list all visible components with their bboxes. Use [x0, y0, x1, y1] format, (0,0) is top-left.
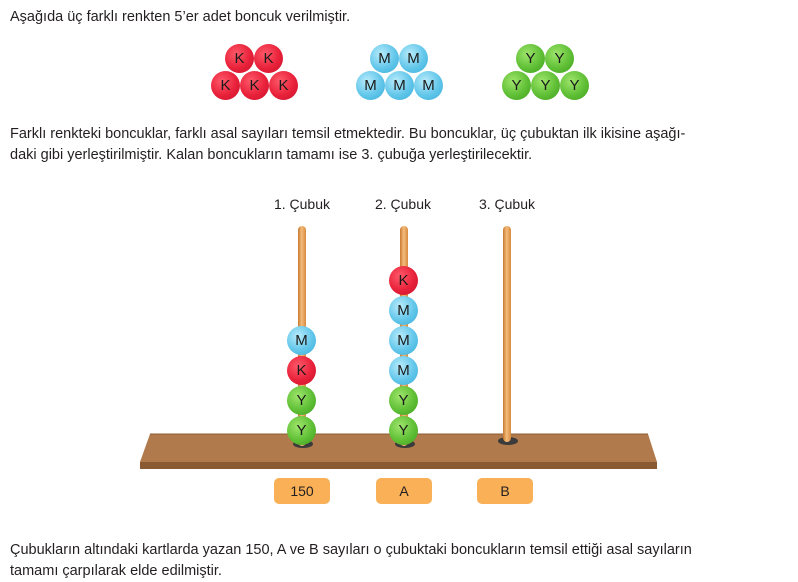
bead-red: K [254, 44, 283, 73]
rod-1-bead: K [287, 356, 316, 385]
bead-red: K [269, 71, 298, 100]
bead-blue: M [399, 44, 428, 73]
paragraph-3-line-2: tamamı çarpılarak elde edilmiştir. [10, 563, 222, 579]
bead-red: K [240, 71, 269, 100]
bead-green: Y [502, 71, 531, 100]
bead-green: Y [560, 71, 589, 100]
bead-blue: M [370, 44, 399, 73]
intro-text: Aşağıda üç farklı renkten 5’er adet bonc… [10, 9, 351, 25]
paragraph-2: Farklı renkteki boncuklar, farklı asal s… [10, 124, 685, 166]
rod-2-bead: K [389, 266, 418, 295]
rod-1-bead: M [287, 326, 316, 355]
bead-green: Y [516, 44, 545, 73]
bead-blue: M [385, 71, 414, 100]
rod-1-bead: Y [287, 386, 316, 415]
paragraph-2-line-1: Farklı renkteki boncuklar, farklı asal s… [10, 126, 686, 142]
paragraph-2-line-2: daki gibi yerleştirilmiştir. Kalan boncu… [10, 147, 533, 163]
rod-2-bead: Y [389, 416, 418, 445]
rod-1-card: 150 [274, 478, 330, 504]
rod-3 [503, 226, 511, 442]
bead-blue: M [356, 71, 385, 100]
bead-red: K [225, 44, 254, 73]
rod-2-label: 2. Çubuk [374, 196, 432, 212]
rod-1-bead: Y [287, 416, 316, 445]
paragraph-3-line-1: Çubukların altındaki kartlarda yazan 150… [10, 542, 692, 558]
bead-green: Y [545, 44, 574, 73]
rod-2-card: A [376, 478, 432, 504]
rod-3-label: 3. Çubuk [478, 196, 536, 212]
bead-blue: M [414, 71, 443, 100]
bead-green: Y [531, 71, 560, 100]
rod-2-bead: M [389, 356, 418, 385]
paragraph-3: Çubukların altındaki kartlarda yazan 150… [10, 540, 692, 582]
rod-2-bead: M [389, 326, 418, 355]
bead-red: K [211, 71, 240, 100]
rod-3-card: B [477, 478, 533, 504]
rod-2-bead: M [389, 296, 418, 325]
rod-1-label: 1. Çubuk [273, 196, 331, 212]
rod-2-bead: Y [389, 386, 418, 415]
